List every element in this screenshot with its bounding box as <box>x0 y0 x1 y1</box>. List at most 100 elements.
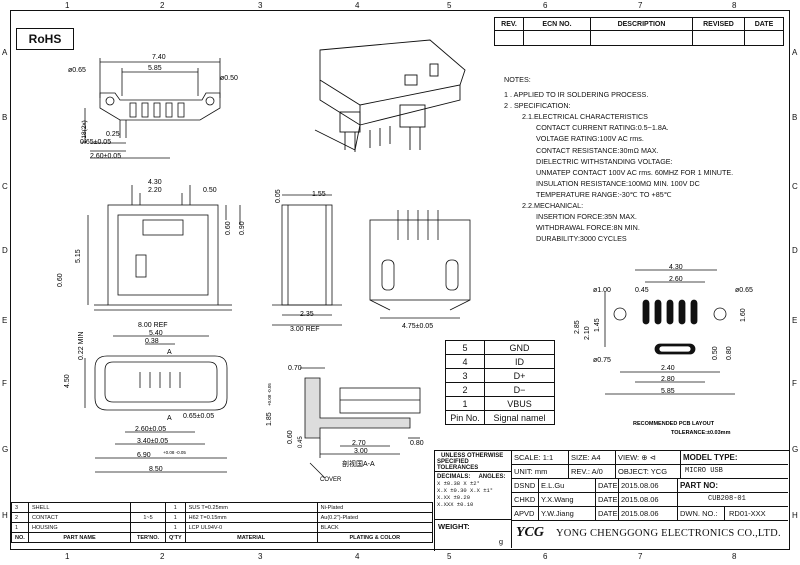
pin-no: 4 <box>445 354 485 369</box>
bom-part-name: SHELL <box>28 502 131 513</box>
model-type-value: MICRO USB <box>685 467 723 475</box>
apvd-label: APVD <box>512 507 539 520</box>
apvd-date: 2015.08.06 <box>619 507 678 520</box>
note-insertion: INSERTION FORCE:35N MAX. <box>536 212 637 222</box>
zone-row-c: C <box>2 182 8 191</box>
zone-row-c-right: C <box>792 182 798 191</box>
pcb-dim-0-50: 0.50 <box>712 346 719 360</box>
rev-field: REV.: A/0 <box>569 465 616 478</box>
note-current: CONTACT CURRENT RATING:0.5~1.8A. <box>536 123 669 133</box>
note-2: 2 . SPECIFICATION: <box>504 101 571 111</box>
tol-decimals: DECIMALS: <box>437 474 471 480</box>
notes-block: NOTES: 1 . APPLIED TO IR SOLDERING PROCE… <box>504 74 733 244</box>
pin-no: 3 <box>445 368 485 383</box>
tol-xxx: X.XX ±0.20 <box>437 494 471 501</box>
zone-row-h-right: H <box>792 511 798 520</box>
zone-col-3: 3 <box>258 1 263 10</box>
zone-row-d: D <box>2 246 8 255</box>
pcb-dim-0-75-dia: ø0.75 <box>593 357 611 364</box>
rev-header: REV. <box>494 17 524 31</box>
bom-no: 3 <box>11 502 29 513</box>
dim-0-50-dia: ø0.50 <box>220 75 238 82</box>
pcb-dim-2-80: 2.80 <box>661 376 675 383</box>
bom-plating-header: PLATING & COLOR <box>316 532 434 543</box>
zone-col-1: 1 <box>65 1 70 10</box>
dim-0-38: 0.38 <box>145 338 159 345</box>
bom-table: 3 SHELL 1 SUS T=0.25mm Ni-Plated 2 CONTA… <box>11 502 434 543</box>
pin-no-header: Pin No. <box>445 410 485 425</box>
dsnd-name: E.L.Gu <box>539 479 596 492</box>
pin-no: 2 <box>445 382 485 397</box>
description-header: DESCRIPTION <box>590 17 693 31</box>
dim-0-70: 0.70 <box>288 365 302 372</box>
zone-row-b: B <box>2 113 8 122</box>
dim-2-60-b: 2.60±0.05 <box>135 426 166 433</box>
unit-field: UNIT: mm <box>512 465 569 478</box>
zone-col-7-bottom: 7 <box>638 552 643 561</box>
dim-0-45: 0.45 <box>298 436 304 448</box>
dim-1-85-tol: +0.08 -0.05 <box>267 383 272 406</box>
bom-no-header: NO. <box>11 532 29 543</box>
bom-material: LCP UL94V-0 <box>184 522 318 533</box>
pin-signal-header: Signal namel <box>484 410 555 425</box>
zone-row-f: F <box>2 379 7 388</box>
dim-2-60: 2.60±0.05 <box>90 153 121 160</box>
pcb-dim-4-30: 4.30 <box>669 264 683 271</box>
pcb-dim-2-60: 2.60 <box>669 276 683 283</box>
dim-0-90: 0.90 <box>239 221 246 235</box>
zone-row-a: A <box>2 48 8 57</box>
dim-1-85: 1.85 <box>266 412 273 426</box>
section-label: 剖视国A-A <box>342 459 375 468</box>
bom-part-name: CONTACT <box>28 512 131 523</box>
bom-row: 3 SHELL 1 SUS T=0.25mm Ni-Plated <box>11 502 434 513</box>
revised-header: REVISED <box>692 17 745 31</box>
side-view-drawing: 0.05 1.55 2.35 3.00 REF <box>272 189 342 333</box>
zone-col-1-bottom: 1 <box>65 552 70 561</box>
zone-col-5-bottom: 5 <box>447 552 452 561</box>
drawing-frame <box>10 10 790 550</box>
weight-box: WEIGHT: g <box>435 519 512 548</box>
pin-no: 1 <box>445 396 485 411</box>
ecn-header: ECN NO. <box>523 17 591 31</box>
section-marker-a-top: A <box>167 349 172 356</box>
dwn-no-label: DWN. NO.: <box>678 507 725 520</box>
pcb-dim-0-65-dia: ø0.65 <box>735 287 753 294</box>
note-2-1: 2.1.ELECTRICAL CHARACTERISTICS <box>522 112 648 122</box>
bom-material-header: MATERIAL <box>184 532 318 543</box>
dim-0-60-c: 0.60 <box>287 430 294 444</box>
dsnd-date-label: DATE <box>598 479 619 492</box>
revision-table: REV. ECN NO. DESCRIPTION REVISED DATE <box>494 17 784 46</box>
chkd-date-label: DATE <box>598 493 619 506</box>
zone-row-a-right: A <box>792 48 798 57</box>
dim-0-60-b: 0.60 <box>57 273 64 287</box>
bom-no: 2 <box>11 512 29 523</box>
pcb-layout-drawing: 4.30 2.60 ø1.00 0.45 ø0.65 2.85 2.10 1.4… <box>574 264 753 436</box>
rohs-label: RoHS <box>16 28 74 50</box>
bom-ter-no <box>130 502 166 513</box>
dim-1-18: 1.18(2x) <box>81 120 88 144</box>
zone-row-f-right: F <box>792 379 797 388</box>
chkd-label: CHKD <box>512 493 539 506</box>
zone-row-e: E <box>2 316 8 325</box>
bom-part-name-header: PART NAME <box>28 532 131 543</box>
bom-material: H62 T=0.15mm <box>184 512 318 523</box>
bom-row: 2 CONTACT 1~5 1 H62 T=0.15mm Au(0.2")-Pl… <box>11 512 434 523</box>
dim-0-65-pitch: 0.65±0.05 <box>80 139 111 146</box>
company-logo: YCG <box>516 525 544 540</box>
top-view-drawing: 7.40 5.85 ø0.65 ø0.50 1.18(2x) 0.25 0.65… <box>68 54 238 160</box>
zone-col-4: 4 <box>355 1 360 10</box>
tol-heading-1: UNLESS OTHERWISE <box>441 453 504 459</box>
tol-angles: ANGLES: <box>478 474 506 480</box>
pcb-title: RECOMMENDED PCB LAYOUT <box>633 421 715 427</box>
rear-view-drawing: 4.75±0.05 <box>369 210 471 330</box>
zone-col-4-bottom: 4 <box>355 552 360 561</box>
bom-no: 1 <box>11 522 29 533</box>
isometric-view-drawing <box>314 39 466 152</box>
bom-header-row: NO. PART NAME TER'NO. Q'TY MATERIAL PLAT… <box>11 532 434 543</box>
dim-0-22-min: 0.22 MIN <box>78 332 85 360</box>
view-field: VIEW: <box>618 453 640 462</box>
